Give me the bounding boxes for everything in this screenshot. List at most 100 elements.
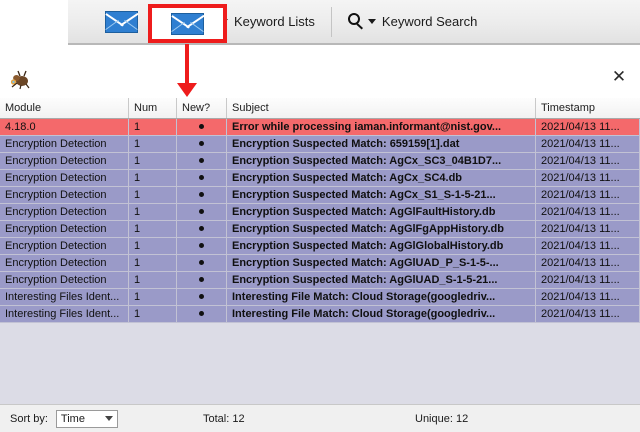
new-indicator-dot (199, 225, 204, 231)
column-header-num[interactable]: Num (129, 98, 177, 118)
new-indicator-dot (199, 157, 204, 163)
keyword-search-button[interactable]: Keyword Search (334, 0, 491, 44)
total-count: Total: 12 (203, 412, 245, 425)
cell-num: 1 (129, 119, 177, 135)
keyword-search-label: Keyword Search (381, 14, 478, 29)
cell-subject: Encryption Suspected Match: AgCx_S1_S-1-… (227, 187, 536, 203)
cell-subject: Interesting File Match: Cloud Storage(go… (227, 306, 536, 322)
cell-subject: Encryption Suspected Match: AgGlGlobalHi… (227, 238, 536, 254)
cell-module: Encryption Detection (0, 170, 129, 186)
chevron-down-icon-sort (104, 416, 113, 421)
ant-icon (9, 70, 31, 90)
cell-timestamp: 2021/04/13 11... (536, 136, 640, 152)
cell-timestamp: 2021/04/13 11... (536, 119, 640, 135)
cell-new (177, 238, 227, 254)
cell-module: Encryption Detection (0, 204, 129, 220)
column-header-timestamp[interactable]: Timestamp (541, 102, 595, 114)
toolbar-divider-2 (330, 6, 332, 37)
chevron-down-icon-2 (367, 19, 376, 24)
cell-module: 4.18.0 (0, 119, 129, 135)
cell-timestamp: 2021/04/13 11... (536, 238, 640, 254)
cell-module: Encryption Detection (0, 153, 129, 169)
cell-new (177, 289, 227, 305)
sort-by-label: Sort by: (10, 412, 48, 425)
cell-module: Encryption Detection (0, 187, 129, 203)
new-indicator-dot (199, 208, 204, 214)
column-header-subject[interactable]: Subject (227, 98, 536, 118)
cell-subject: Encryption Suspected Match: AgGlUAD_S-1-… (227, 272, 536, 288)
close-icon[interactable]: ✕ (611, 67, 627, 87)
keyword-lists-label: Keyword Lists (234, 14, 315, 29)
cell-subject: Error while processing iaman.informant@n… (227, 119, 536, 135)
cell-timestamp: 2021/04/13 11... (536, 204, 640, 220)
new-indicator-dot (199, 123, 204, 129)
unique-count: Unique: 12 (415, 412, 469, 425)
cell-subject: Encryption Suspected Match: AgCx_SC3_04B… (227, 153, 536, 169)
table-header-row: Module Num New? Subject Timestamp (0, 98, 640, 119)
cell-num: 1 (129, 187, 177, 203)
cell-timestamp: 2021/04/13 11... (536, 221, 640, 237)
cell-module: Encryption Detection (0, 238, 129, 254)
sort-by-select[interactable]: Time (55, 409, 118, 428)
cell-new (177, 204, 227, 220)
cell-new (177, 187, 227, 203)
mail-button[interactable] (68, 0, 175, 44)
cell-module: Interesting Files Ident... (0, 289, 129, 305)
new-indicator-dot (199, 310, 204, 316)
cell-new (177, 221, 227, 237)
cell-subject: Interesting File Match: Cloud Storage(go… (227, 289, 536, 305)
cell-timestamp: 2021/04/13 11... (536, 153, 640, 169)
cell-num: 1 (129, 238, 177, 254)
cell-num: 1 (129, 306, 177, 322)
cell-new (177, 119, 227, 135)
cell-subject: Encryption Suspected Match: 659159[1].da… (227, 136, 536, 152)
new-indicator-dot (199, 293, 204, 299)
cell-subject: Encryption Suspected Match: AgGlFgAppHis… (227, 221, 536, 237)
cell-new (177, 272, 227, 288)
cell-new (177, 136, 227, 152)
cell-new (177, 153, 227, 169)
new-indicator-dot (199, 174, 204, 180)
envelope-icon (105, 10, 138, 33)
new-indicator-dot (199, 140, 204, 146)
envelope-icon-highlighted[interactable] (171, 12, 204, 35)
cell-num: 1 (129, 255, 177, 271)
table-row[interactable]: Interesting Files Ident...1 Interesting F… (0, 306, 640, 323)
new-indicator-dot (199, 276, 204, 282)
cell-new (177, 306, 227, 322)
cell-timestamp: 2021/04/13 11... (536, 306, 640, 322)
cell-timestamp: 2021/04/13 11... (536, 170, 640, 186)
cell-module: Encryption Detection (0, 221, 129, 237)
new-indicator-dot (199, 242, 204, 248)
cell-module: Encryption Detection (0, 255, 129, 271)
new-indicator-dot (199, 191, 204, 197)
cell-num: 1 (129, 204, 177, 220)
column-header-new[interactable]: New? (177, 98, 227, 118)
status-bar: Sort by: Time Total: 12 Unique: 12 (0, 404, 640, 432)
cell-module: Interesting Files Ident... (0, 306, 129, 322)
column-header-module[interactable]: Module (0, 98, 129, 118)
cell-subject: Encryption Suspected Match: AgGlUAD_P_S-… (227, 255, 536, 271)
cell-timestamp: 2021/04/13 11... (536, 272, 640, 288)
sort-by-value: Time (60, 412, 85, 425)
cell-num: 1 (129, 153, 177, 169)
cell-new (177, 255, 227, 271)
cell-new (177, 170, 227, 186)
cell-timestamp: 2021/04/13 11... (536, 289, 640, 305)
cell-timestamp: 2021/04/13 11... (536, 255, 640, 271)
new-indicator-dot (199, 259, 204, 265)
cell-num: 1 (129, 272, 177, 288)
cell-num: 1 (129, 136, 177, 152)
